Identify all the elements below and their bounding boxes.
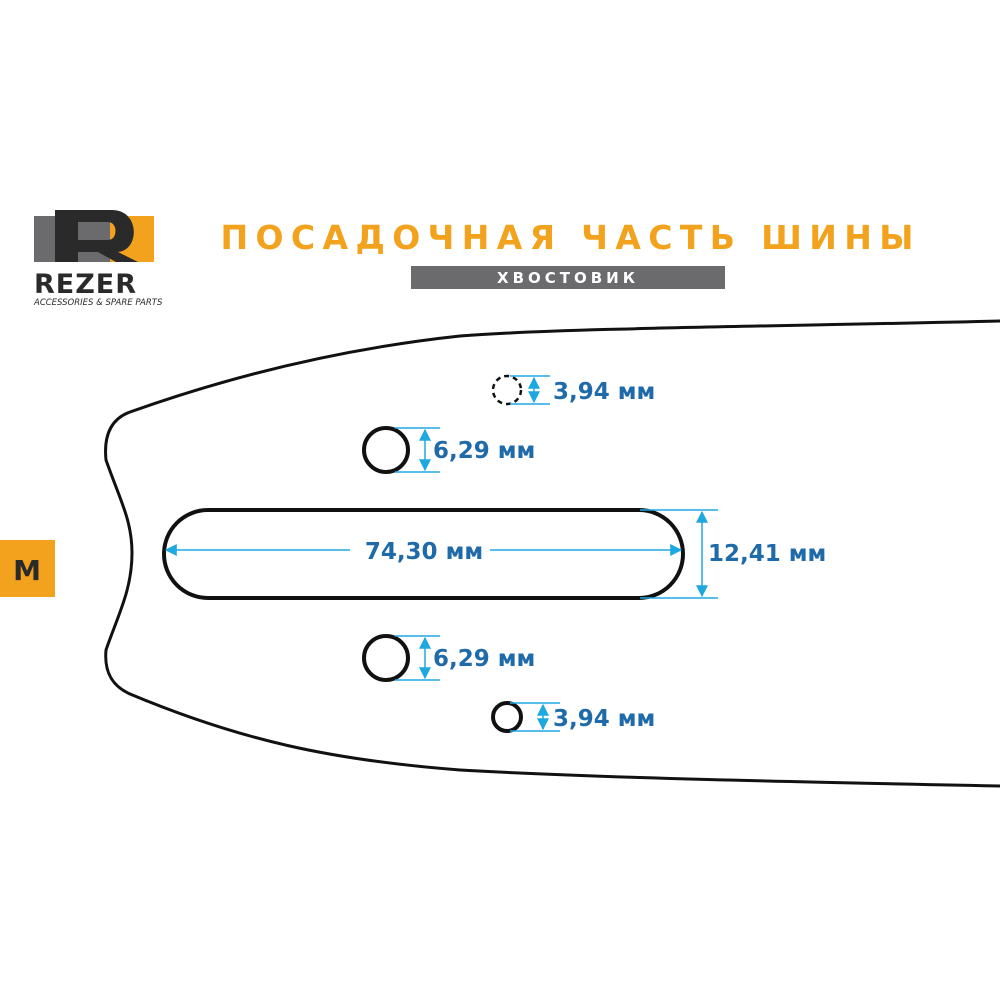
mount-code: M <box>13 554 41 587</box>
mount-code-badge <box>0 540 55 597</box>
hole-top <box>362 426 410 474</box>
small-hole-bottom <box>491 701 523 733</box>
bar-outline <box>104 319 1000 788</box>
hole-bottom <box>362 634 410 682</box>
dim-top-hole: 6,29 мм <box>433 438 535 464</box>
slot <box>162 508 685 600</box>
rezer-logo: REZER ACCESSORIES & SPARE PARTS <box>33 210 163 308</box>
small-hole-top-dashed <box>491 374 523 406</box>
brand-name: REZER <box>34 269 137 300</box>
dim-bottom-small-hole: 3,94 мм <box>553 706 655 732</box>
dim-bottom-hole: 6,29 мм <box>433 646 535 672</box>
dim-slot-length: 74,30 мм <box>365 539 483 565</box>
dimension-lines <box>164 375 718 732</box>
subtitle-bar <box>411 266 725 289</box>
page-title: ПОСАДОЧНАЯ ЧАСТЬ ШИНЫ <box>221 218 916 257</box>
brand-tagline: ACCESSORIES & SPARE PARTS <box>33 298 163 308</box>
dim-top-small-hole: 3,94 мм <box>553 379 655 405</box>
dim-slot-width: 12,41 мм <box>708 541 826 567</box>
subtitle: ХВОСТОВИК <box>497 269 639 287</box>
